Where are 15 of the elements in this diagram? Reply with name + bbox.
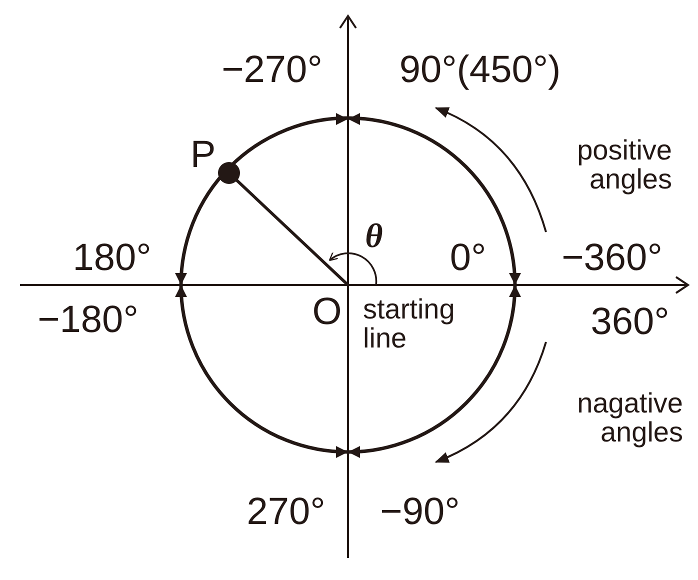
angle-label: −90°	[380, 493, 460, 531]
angle-label: 90°(450°)	[399, 51, 561, 89]
direction-label: positive angles	[576, 136, 672, 194]
point-label: P	[190, 136, 216, 174]
angle-label: 360°	[590, 303, 670, 341]
angle-label: 270°	[246, 493, 326, 531]
angle-label: 180°	[72, 239, 152, 277]
angle-label: 0°	[450, 239, 486, 277]
angle-label: −270°	[222, 51, 322, 89]
origin-label: O	[312, 293, 342, 331]
angle-label: −360°	[562, 239, 662, 277]
angle-label: −180°	[38, 301, 138, 339]
direction-label: nagative angles	[576, 388, 683, 448]
axis-label: starting line	[363, 294, 456, 354]
angle-symbol: θ	[365, 220, 383, 254]
